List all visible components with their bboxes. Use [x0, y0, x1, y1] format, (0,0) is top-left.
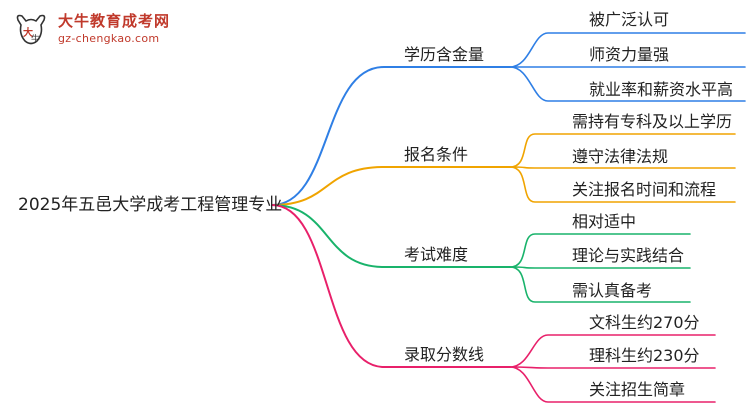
- edge-difficulty-leaf-1: [509, 233, 691, 268]
- leaf-theory-practice: 理论与实践结合: [572, 246, 685, 265]
- leaf-widely-recognized: 被广泛认可: [589, 10, 670, 29]
- svg-text:大: 大: [23, 26, 33, 39]
- leaf-science-score: 理科生约230分: [589, 346, 700, 365]
- logo-url: gz-chengkao.com: [58, 32, 160, 45]
- leaf-obey-law: 遵守法律法规: [572, 147, 669, 166]
- edge-cutoff-leaf-3: [509, 366, 716, 403]
- leaf-registration-process: 关注报名时间和流程: [572, 180, 717, 199]
- leaf-diploma-required: 需持有专科及以上学历: [572, 112, 733, 131]
- leaf-strong-faculty: 师资力量强: [589, 45, 670, 64]
- leaf-liberal-arts-score: 文科生约270分: [589, 313, 700, 332]
- edge-root-requirements: [271, 166, 511, 206]
- branch-label-difficulty: 考试难度: [404, 245, 469, 264]
- edge-education-value-leaf-1: [509, 32, 746, 68]
- edge-education-value-leaf-3: [509, 66, 746, 102]
- leaf-moderate: 相对适中: [572, 212, 637, 231]
- edge-root-difficulty: [271, 204, 511, 268]
- svg-text:牛: 牛: [31, 33, 40, 45]
- edge-difficulty-leaf-3: [509, 266, 691, 303]
- branch-label-education-value: 学历含金量: [404, 45, 485, 64]
- leaf-prepare-seriously: 需认真备考: [572, 281, 653, 300]
- edge-root-education-value: [271, 66, 511, 206]
- leaf-employment-salary: 就业率和薪资水平高: [589, 80, 734, 99]
- branch-label-cutoff: 录取分数线: [404, 345, 485, 364]
- edge-cutoff-leaf-1: [509, 334, 716, 368]
- edge-root-cutoff: [271, 204, 511, 368]
- edge-cutoff-leaf-2: [509, 366, 716, 369]
- site-logo[interactable]: 大 牛 大牛教育成考网 gz-chengkao.com: [8, 8, 188, 52]
- edge-requirements-leaf-1: [509, 133, 736, 168]
- edge-requirements-leaf-3: [509, 166, 736, 203]
- bull-head-icon: 大 牛: [14, 12, 48, 48]
- edge-difficulty-leaf-2: [509, 266, 691, 269]
- branch-label-requirements: 报名条件: [404, 145, 469, 164]
- leaf-admission-brochure: 关注招生简章: [589, 380, 686, 399]
- logo-title: 大牛教育成考网: [58, 12, 171, 30]
- root-topic: 2025年五邑大学成考工程管理专业: [18, 195, 283, 215]
- edge-requirements-leaf-2: [509, 166, 736, 169]
